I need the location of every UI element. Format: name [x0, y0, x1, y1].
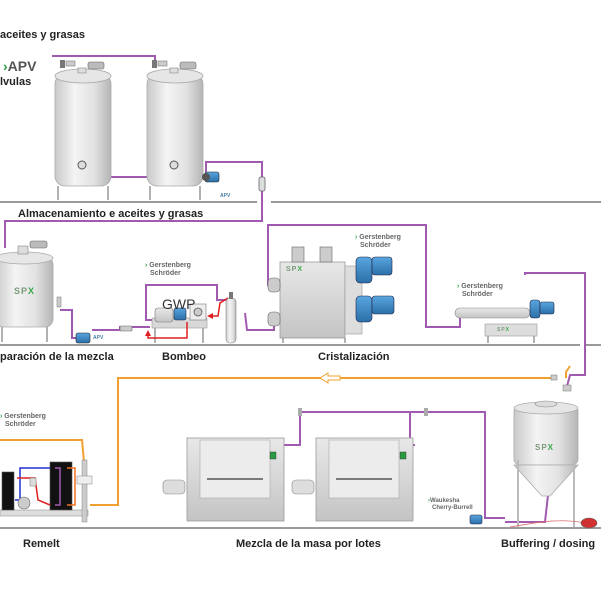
mix-pump	[75, 332, 91, 344]
spx-logo-crystallizer: SPX	[286, 266, 304, 273]
stage-label-storage: Almacenamiento e aceites y grasas	[18, 208, 204, 220]
storage-tank-2	[146, 61, 204, 200]
remelt-skid	[0, 459, 93, 523]
apv-badge-mix-pump: APV	[93, 335, 104, 341]
valves-fragment: lvulas	[0, 76, 32, 88]
pipe-to-mixing-tank	[4, 161, 263, 248]
crystallizer-unit	[267, 246, 395, 343]
top-band	[0, 0, 601, 26]
return-pipe-riser	[565, 365, 571, 378]
stage-label-mix-prep: paración de la mezcla	[0, 351, 114, 363]
gwp-arrow-left-icon	[207, 313, 213, 319]
pipe-gwp-loop	[145, 284, 230, 321]
storage-valves	[60, 60, 168, 68]
resting-tube	[454, 299, 555, 343]
stage-label-buffering: Buffering / dosing	[501, 538, 596, 550]
dosing-pump	[580, 517, 598, 529]
chevron-right-icon: ›	[0, 413, 5, 420]
chevron-right-icon: ›	[428, 498, 430, 504]
stage-label-crystallization: Cristalización	[318, 351, 390, 363]
buffer-tank	[513, 374, 579, 527]
gwp-arrow-up-icon	[145, 330, 151, 336]
header-title-fragment: aceites y grasas	[0, 29, 86, 41]
chevron-right-icon: ›	[457, 283, 462, 290]
apv-badge-storage-pump: APV	[220, 193, 231, 199]
pipe-mixer1-drop	[283, 412, 301, 446]
stage-label-remelt: Remelt	[23, 538, 60, 550]
gwp-heating-line	[147, 297, 229, 339]
storage-pump	[202, 171, 220, 183]
chevron-right-icon: ›	[3, 58, 8, 74]
gas-cylinder	[225, 292, 237, 344]
storage-tank-1	[54, 61, 112, 200]
apv-brand-logo: ›APV	[3, 58, 36, 74]
spx-logo-mixing-tank: SPX	[14, 286, 36, 296]
stage-label-pumping: Bombeo	[162, 351, 206, 363]
pipe-to-buffer	[524, 272, 586, 391]
storage-filter	[258, 176, 266, 192]
inline-filter	[119, 325, 133, 332]
spx-logo-resting-tube: SPX	[497, 327, 511, 333]
mixing-tank	[0, 240, 62, 342]
batch-mixer-2	[291, 437, 414, 522]
gwp-pump-unit	[151, 303, 208, 343]
apv-brand-text: APV	[7, 58, 37, 74]
stage-label-batch-mixing: Mezcla de la masa por lotes	[236, 538, 381, 550]
spx-logo-buffer-tank: SPX	[535, 443, 555, 452]
line-filter-1	[298, 408, 302, 416]
chevron-right-icon: ›	[145, 262, 150, 269]
mixer-pump	[469, 514, 483, 525]
batch-mixer-1	[162, 437, 285, 522]
gwp-label: GWP	[162, 296, 196, 312]
return-arrow-icon	[319, 372, 341, 384]
floor-lines	[0, 201, 601, 529]
chevron-right-icon: ›	[355, 234, 360, 241]
line-filter-2	[424, 408, 428, 416]
pipe-buffer-bottom	[505, 494, 549, 523]
return-pipe-remelt	[0, 439, 85, 463]
heat-trace-line	[509, 520, 586, 528]
